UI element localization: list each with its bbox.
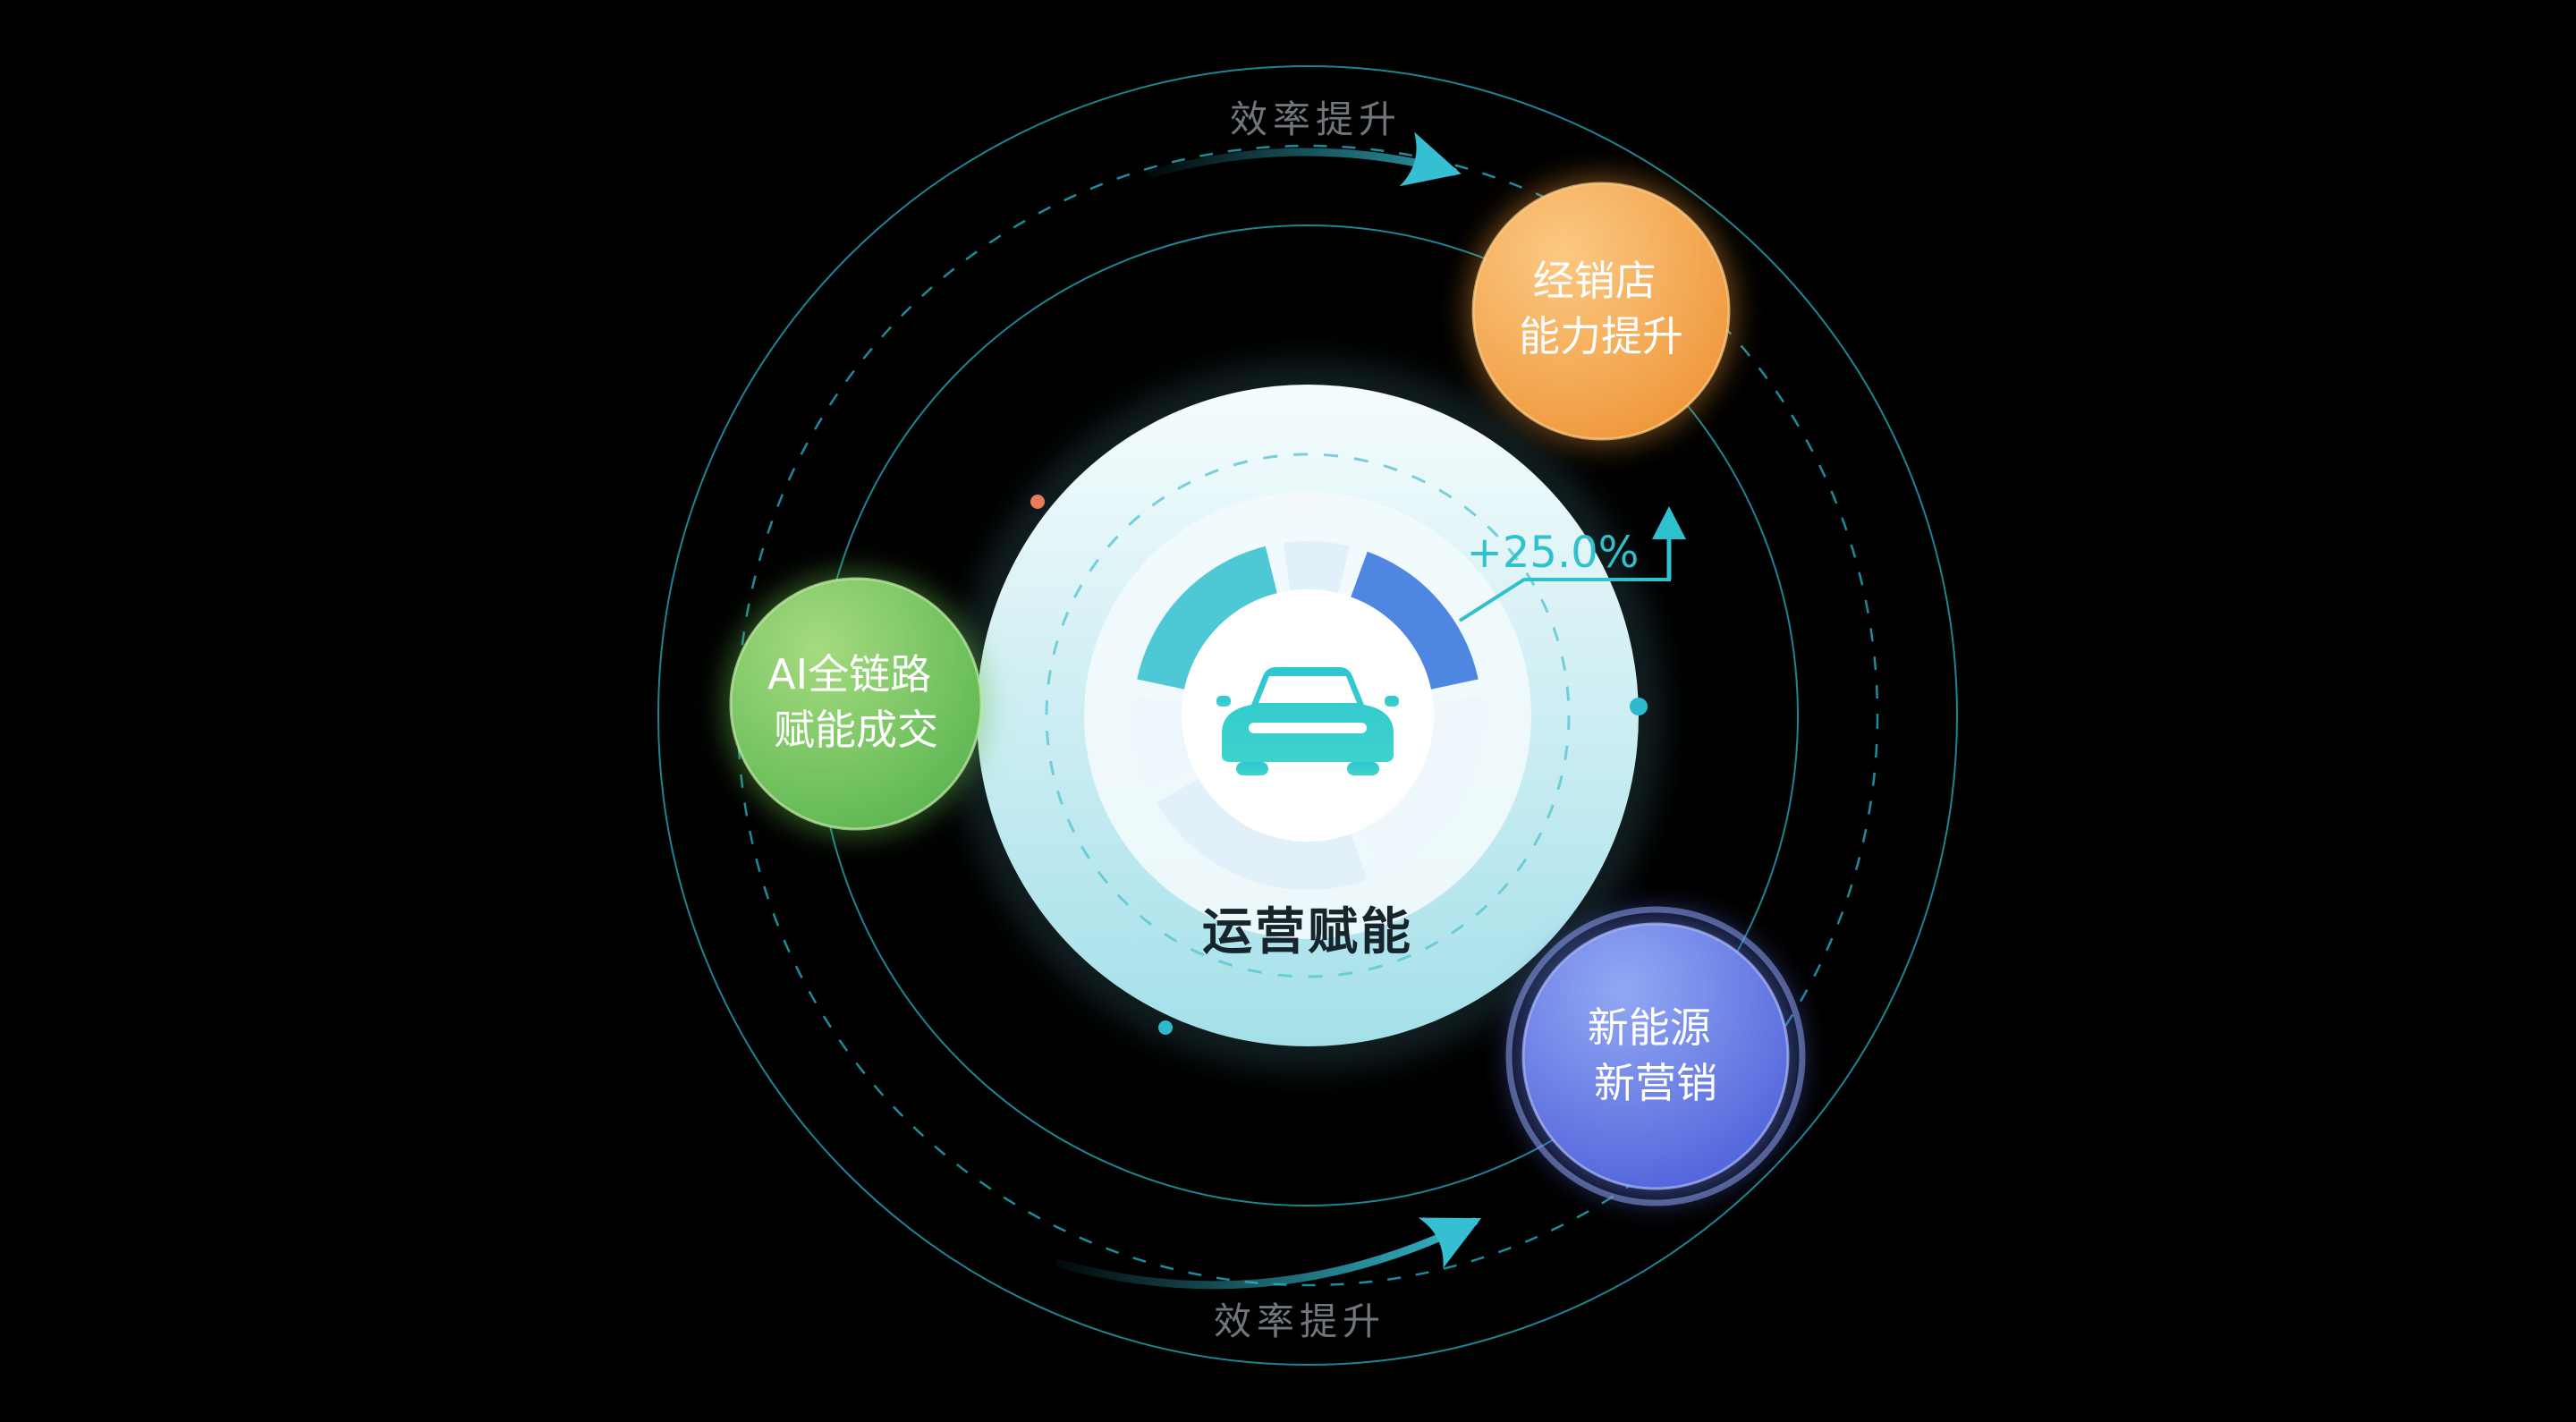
bubble-ai-disc <box>731 579 981 829</box>
central-hub: 运营赋能 <box>952 360 1664 1071</box>
orbit-ring-outer <box>657 65 1958 1366</box>
bubble-ai-rim <box>729 577 983 831</box>
orbit-label-top: 效率提升 <box>1230 97 1402 141</box>
bubble-ai-line2: 赋能成交 <box>774 706 938 754</box>
accent-dot-orange <box>1030 495 1045 509</box>
flow-arrow-bottom <box>1055 1217 1482 1290</box>
flow-arrow-top <box>1148 131 1462 187</box>
gauge-segment-teal <box>1137 546 1278 690</box>
bubble-nev-disc <box>1523 924 1788 1189</box>
hub-dashed-ring <box>1045 453 1571 978</box>
bubble-dealer: 经销店 能力提升 <box>1467 177 1735 445</box>
gauge-ring <box>1132 540 1482 890</box>
gauge-segment-pale-left <box>1132 697 1193 787</box>
bubble-dealer-line2: 能力提升 <box>1519 312 1683 360</box>
bubble-nev: 新能源 新营销 <box>1505 906 1806 1206</box>
bubble-ai: AI全链路 赋能成交 <box>724 571 988 836</box>
gauge-segment-pale-bottom <box>1157 777 1368 890</box>
bubble-ai-line1: AI全链路 <box>767 650 931 698</box>
car-icon <box>1216 667 1399 775</box>
metric-leader-line <box>1458 578 1671 622</box>
bubble-nev-rim <box>1521 922 1790 1190</box>
metric-up-arrow-head <box>1652 506 1686 539</box>
accent-dot-teal-bottom <box>1158 1020 1173 1035</box>
accent-dot-teal-right <box>1630 698 1648 715</box>
orbit-label-bottom: 效率提升 <box>1214 1299 1385 1343</box>
gauge-segment-pale-top <box>1283 540 1351 594</box>
metric-value: +25.0% <box>1467 528 1640 578</box>
gauge-segment-pale-right <box>1362 697 1482 873</box>
hub-label: 运营赋能 <box>1202 903 1413 961</box>
bubble-nev-line1: 新能源 <box>1588 1003 1711 1052</box>
bubble-dealer-line1: 经销店 <box>1533 257 1657 305</box>
orbit-ring-dashed <box>736 144 1879 1287</box>
metric-annotation: +25.0% <box>1458 506 1686 622</box>
bubble-nev-ring <box>1505 906 1806 1206</box>
bubble-nev-line2: 新营销 <box>1594 1059 1717 1107</box>
bubble-nev-label: 新能源 新营销 <box>1588 1003 1724 1107</box>
bubble-dealer-disc <box>1473 183 1729 439</box>
gauge-segment-blue <box>1350 551 1479 690</box>
bubble-dealer-label: 经销店 能力提升 <box>1519 257 1683 360</box>
bubble-dealer-rim <box>1471 182 1731 441</box>
bubble-ai-label: AI全链路 赋能成交 <box>767 650 945 754</box>
